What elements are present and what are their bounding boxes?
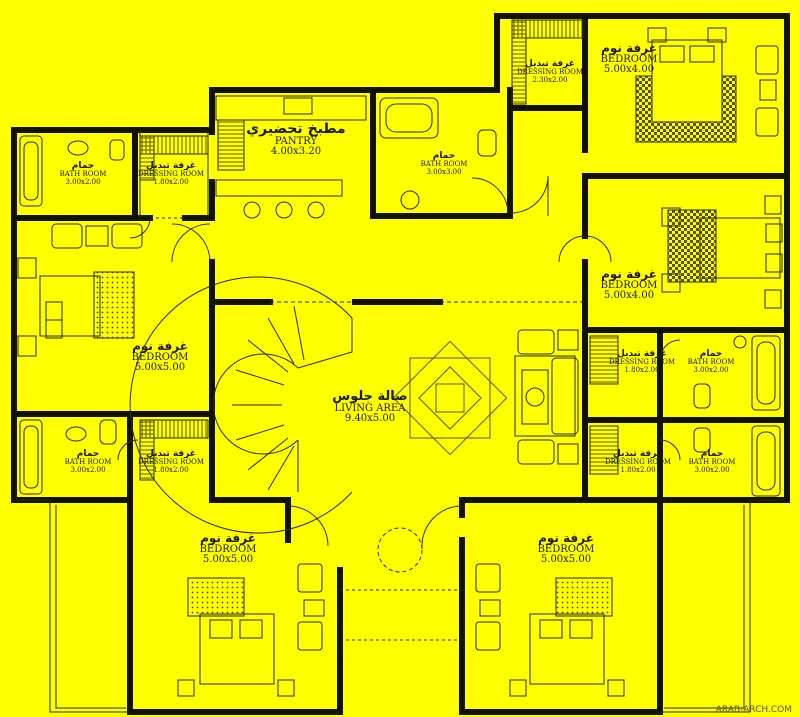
room-label-dressing-mid-right: غرفة تبديل DRESSING ROOM 1.80x2.00: [602, 349, 682, 374]
room-name-ar: حمام: [700, 449, 724, 459]
room-name-ar: غرفة تبديل: [146, 161, 196, 171]
room-name-ar: حمام: [71, 161, 95, 171]
walls: [11, 13, 790, 715]
room-name-en: LIVING AREA: [334, 402, 406, 414]
room-name-en: BATH ROOM: [687, 358, 735, 367]
room-dimensions: 5.00x4.00: [603, 290, 655, 302]
room-name-ar: غرفة نوم: [538, 531, 594, 545]
room-dimensions: 5.00x5.00: [202, 554, 254, 566]
furniture: [17, 27, 783, 697]
room-dimensions: 5.00x5.00: [540, 554, 592, 566]
room-label-dressing-bottom-right: غرفة تبديل DRESSING ROOM 1.80x2.00: [598, 449, 678, 474]
room-dimensions: 3.00x2.00: [693, 365, 729, 374]
room-label-bedroom-left: غرفة نوم BEDROOM 5.00x5.00: [118, 340, 202, 374]
pantry-fittings: [215, 95, 367, 219]
watermark: ARAB-ARCH.COM: [715, 705, 792, 715]
room-dimensions: 9.40x5.00: [344, 413, 396, 425]
room-name-ar: غرفة تبديل: [146, 449, 196, 459]
room-label-bedroom-right: غرفة نوم BEDROOM 5.00x4.00: [592, 268, 666, 302]
room-label-dressing-bottom-left: غرفة تبديل DRESSING ROOM 1.80x2.00: [130, 449, 212, 474]
room-label-bath-top-center: حمام BATH ROOM 3.00x3.00: [412, 151, 476, 176]
room-label-dressing-top-left: غرفة تبديل DRESSING ROOM 1.80x2.00: [130, 161, 212, 186]
room-name-en: DRESSING ROOM: [604, 458, 672, 467]
room-name-en: DRESSING ROOM: [608, 358, 676, 367]
room-name-ar: غرفة نوم: [601, 41, 657, 55]
room-dimensions: 1.80x2.00: [153, 177, 189, 186]
room-dimensions: 3.00x2.00: [70, 465, 106, 474]
spiral-staircase: [129, 276, 353, 534]
room-name-en: BEDROOM: [131, 351, 189, 363]
room-label-bath-top-left: حمام BATH ROOM 3.00x2.00: [48, 161, 118, 186]
room-name-en: BATH ROOM: [688, 458, 736, 467]
room-label-bath-bottom-right: حمام BATH ROOM 3.00x2.00: [676, 449, 748, 474]
room-label-bath-bottom-left: حمام BATH ROOM 3.00x2.00: [52, 449, 124, 474]
room-label-bedroom-top-right: غرفة نوم BEDROOM 5.00x4.00: [592, 42, 666, 76]
room-name-en: PANTRY: [274, 135, 318, 147]
room-name-ar: حمام: [699, 349, 723, 359]
wet-fixtures: [19, 19, 781, 497]
room-name-ar: حمام: [76, 449, 100, 459]
room-name-en: BATH ROOM: [64, 458, 112, 467]
room-dimensions: 5.00x5.00: [134, 362, 186, 374]
terrace-lines: [14, 130, 785, 713]
floor-ornament: [392, 340, 508, 456]
room-label-bath-mid-right: حمام BATH ROOM 3.00x2.00: [676, 349, 746, 374]
room-name-en: BEDROOM: [600, 53, 658, 65]
room-name-en: DRESSING ROOM: [137, 458, 205, 467]
room-dimensions: 5.00x4.00: [603, 64, 655, 76]
room-dimensions: 2.30x2.00: [532, 75, 568, 84]
room-name-ar: غرفة نوم: [601, 267, 657, 281]
room-label-bedroom-bottom-left: غرفة نوم BEDROOM 5.00x5.00: [186, 532, 270, 566]
room-name-en: DRESSING ROOM: [516, 68, 584, 77]
room-name-ar: غرفة تبديل: [525, 59, 575, 69]
room-name-en: BATH ROOM: [420, 160, 468, 169]
room-name-ar: غرفة نوم: [132, 339, 188, 353]
room-dimensions: 1.80x2.00: [620, 465, 656, 474]
room-name-en: BEDROOM: [537, 543, 595, 555]
room-label-bedroom-bottom-right: غرفة نوم BEDROOM 5.00x5.00: [524, 532, 608, 566]
room-name-ar: صالة جلوس: [332, 389, 408, 404]
room-dimensions: 3.00x3.00: [426, 167, 462, 176]
room-dimensions: 3.00x2.00: [65, 177, 101, 186]
room-name-en: DRESSING ROOM: [137, 170, 205, 179]
room-name-ar: غرفة تبديل: [613, 449, 663, 459]
room-name-ar: حمام: [432, 151, 456, 161]
room-dimensions: 1.80x2.00: [624, 365, 660, 374]
room-name-en: BATH ROOM: [59, 170, 107, 179]
room-label-pantry: مطبخ تحضيري PANTRY 4.00x3.20: [236, 122, 356, 158]
room-name-en: BEDROOM: [600, 279, 658, 291]
room-label-dressing-top-right: غرفة تبديل DRESSING ROOM 2.30x2.00: [512, 59, 588, 84]
living-sofa-set: [514, 329, 579, 465]
room-dimensions: 1.80x2.00: [153, 465, 189, 474]
room-dimensions: 3.00x2.00: [694, 465, 730, 474]
room-name-ar: مطبخ تحضيري: [246, 121, 346, 137]
room-name-ar: غرفة نوم: [200, 531, 256, 545]
room-name-ar: غرفة تبديل: [617, 349, 667, 359]
room-dimensions: 4.00x3.20: [270, 146, 322, 158]
room-label-living-area: صالة جلوس LIVING AREA 9.40x5.00: [322, 390, 418, 425]
room-name-en: BEDROOM: [199, 543, 257, 555]
doors: [117, 175, 681, 547]
